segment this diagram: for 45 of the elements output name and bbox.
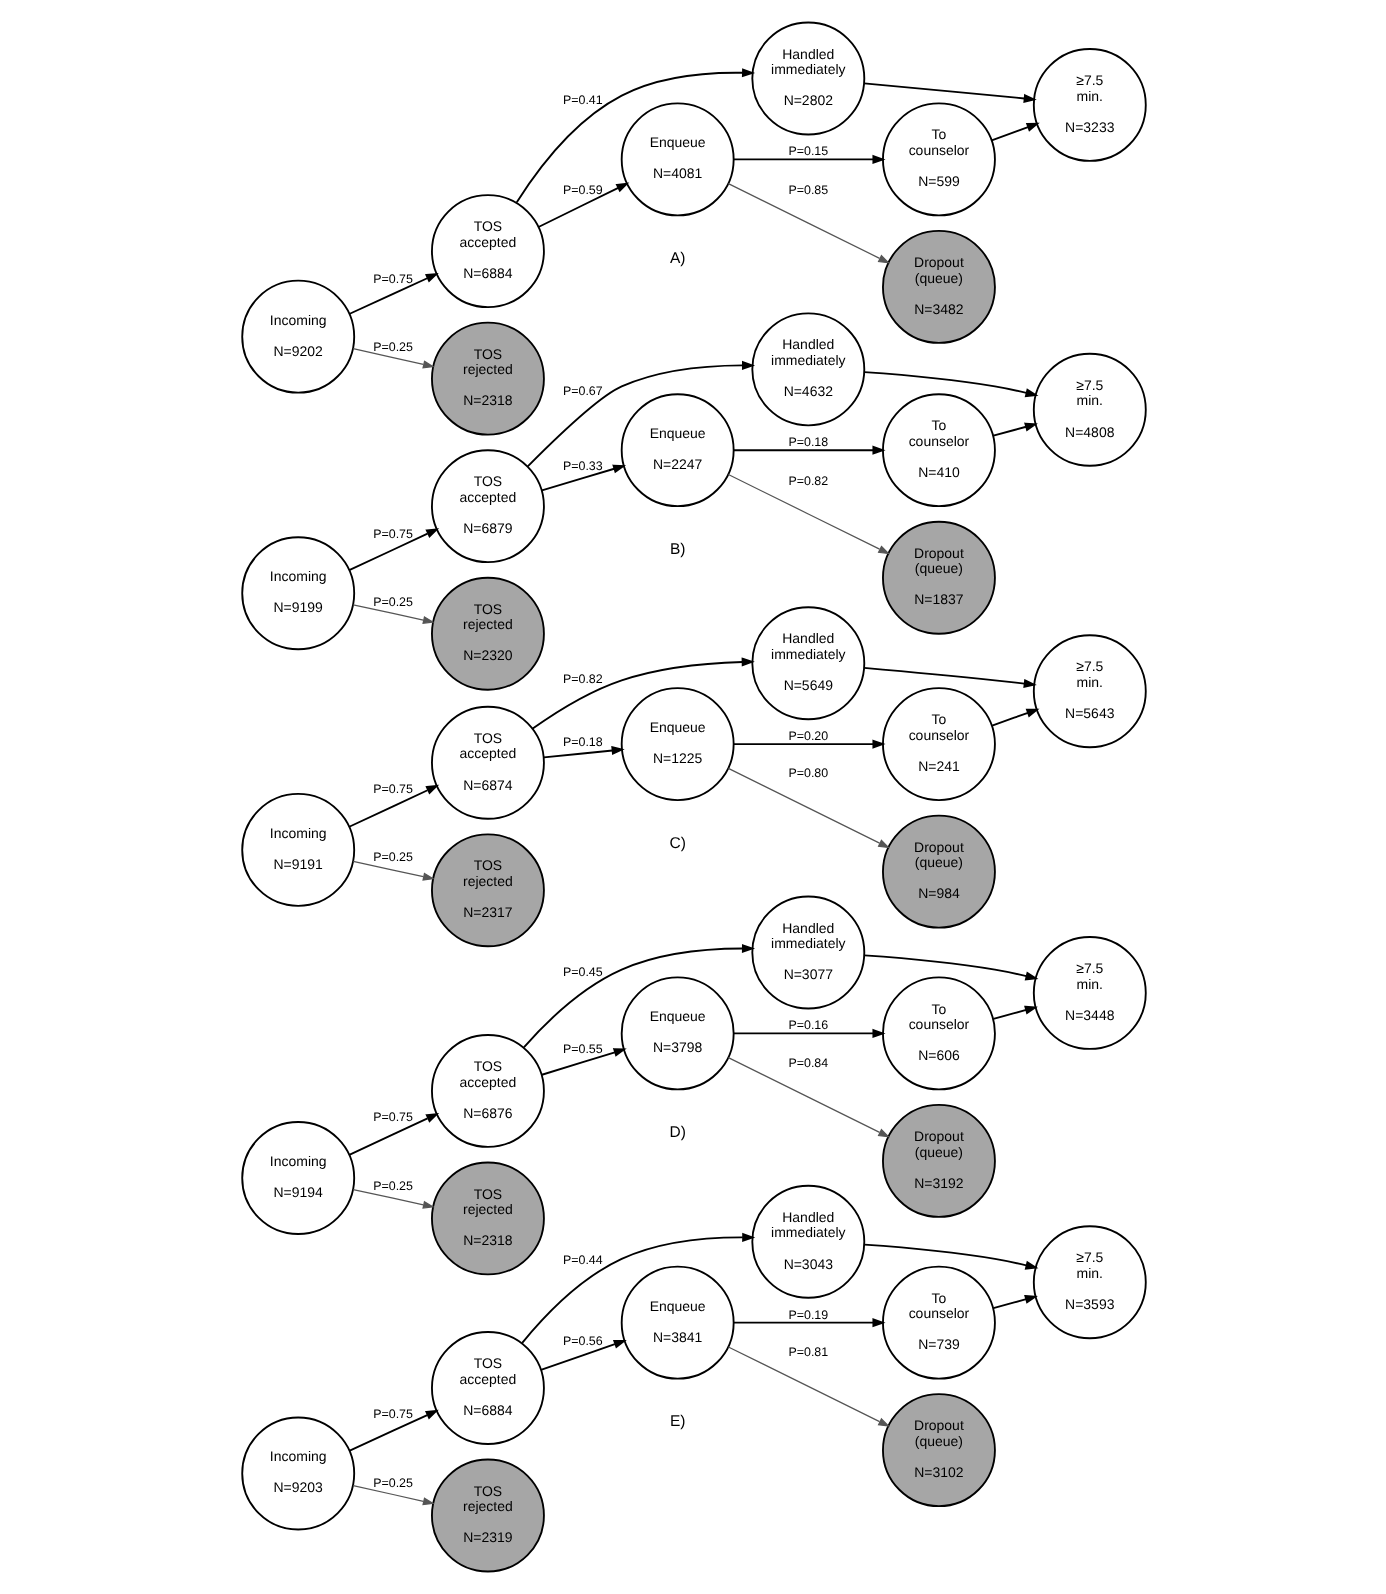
arrow — [347, 272, 438, 315]
arrow — [862, 1243, 1038, 1270]
arrow — [536, 182, 629, 228]
arrow — [726, 1057, 890, 1138]
arrow — [991, 1295, 1037, 1310]
arrow — [540, 1048, 626, 1076]
arrow — [862, 82, 1036, 103]
label: E) — [668, 1412, 685, 1431]
arrow — [521, 943, 755, 1049]
label: C) — [668, 833, 685, 852]
arrow — [347, 1409, 438, 1452]
arrow — [990, 708, 1039, 727]
arrow — [991, 1005, 1037, 1020]
arrow — [726, 183, 890, 264]
arrow — [351, 1484, 434, 1506]
arrow — [351, 1189, 434, 1209]
arrow — [862, 371, 1038, 398]
arrow — [732, 154, 885, 164]
arrow — [726, 473, 890, 555]
arrow — [732, 1028, 885, 1038]
arrow — [991, 422, 1037, 437]
arrow — [862, 667, 1036, 689]
label: A) — [668, 248, 685, 267]
arrow — [347, 784, 439, 828]
arrow — [351, 860, 434, 881]
arrow — [525, 360, 755, 468]
arrow — [351, 604, 434, 625]
arrow — [542, 746, 624, 759]
arrow — [514, 68, 755, 204]
arrow — [726, 767, 890, 849]
arrow — [347, 528, 439, 572]
arrow — [530, 657, 754, 730]
arrow — [520, 1232, 755, 1344]
arrow — [539, 1339, 626, 1371]
arrow — [347, 1112, 439, 1156]
arrow — [732, 1318, 885, 1328]
arrow — [732, 739, 885, 749]
arrow — [351, 348, 434, 369]
arrow — [540, 464, 626, 492]
label: B) — [668, 539, 685, 558]
arrow — [862, 954, 1038, 981]
arrow — [989, 122, 1039, 142]
arrow — [726, 1346, 890, 1427]
label: D) — [668, 1122, 685, 1141]
arrow — [732, 445, 885, 455]
